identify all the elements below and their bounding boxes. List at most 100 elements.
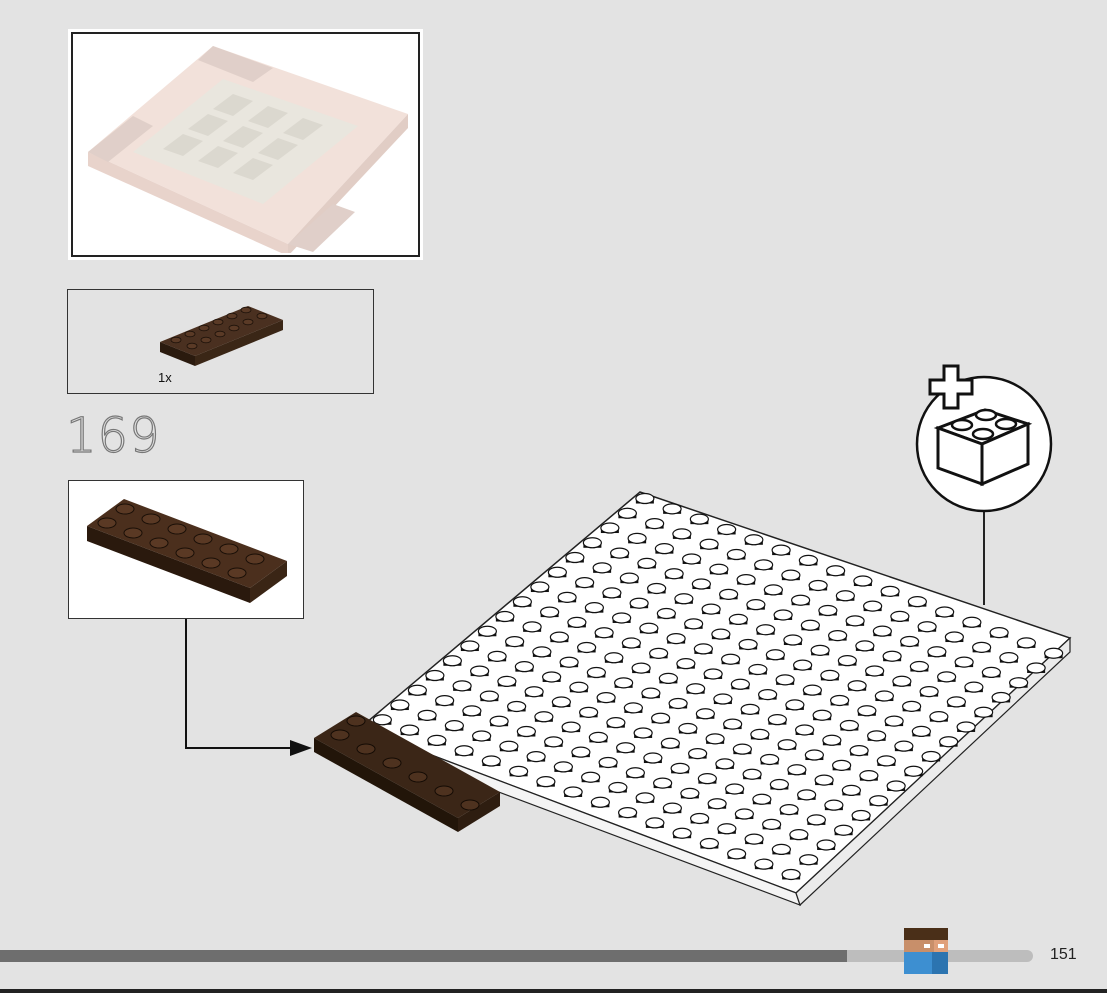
stud <box>936 607 954 617</box>
stud <box>800 855 818 865</box>
stud <box>523 622 541 632</box>
stud <box>908 597 926 607</box>
stud <box>947 697 965 707</box>
stud <box>860 771 878 781</box>
stud <box>965 682 983 692</box>
stud <box>794 660 812 670</box>
stud <box>827 566 845 576</box>
stud <box>724 719 742 729</box>
stud <box>702 604 720 614</box>
stud <box>815 775 833 785</box>
stud <box>957 722 975 732</box>
stud <box>615 678 633 688</box>
stud <box>700 539 718 549</box>
stud <box>1027 663 1045 673</box>
stud <box>506 637 524 647</box>
stud <box>685 619 703 629</box>
stud <box>817 840 835 850</box>
stud <box>735 809 753 819</box>
stud <box>478 626 496 636</box>
stud <box>803 685 821 695</box>
stud <box>743 769 761 779</box>
stud <box>638 558 656 568</box>
stud <box>836 591 854 601</box>
stud <box>990 628 1008 638</box>
stud <box>922 751 940 761</box>
stud <box>835 825 853 835</box>
stud <box>558 592 576 602</box>
stud <box>587 668 605 678</box>
stud <box>401 725 419 735</box>
stud <box>757 625 775 635</box>
stud <box>807 815 825 825</box>
stud <box>780 805 798 815</box>
stud <box>566 553 584 563</box>
stud <box>554 762 572 772</box>
stud <box>578 642 596 652</box>
stud <box>564 787 582 797</box>
stud <box>733 744 751 754</box>
stud <box>745 535 763 545</box>
stud <box>739 639 757 649</box>
stud <box>696 709 714 719</box>
stud <box>838 656 856 666</box>
stud <box>500 741 518 751</box>
stud <box>825 800 843 810</box>
stud <box>689 749 707 759</box>
stud <box>870 796 888 806</box>
stud <box>583 538 601 548</box>
stud <box>714 694 732 704</box>
stud <box>901 636 919 646</box>
stud <box>727 550 745 560</box>
stud <box>636 494 654 504</box>
stud <box>597 693 615 703</box>
stud <box>482 756 500 766</box>
stud <box>846 616 864 626</box>
stud <box>496 612 514 622</box>
stud <box>755 560 773 570</box>
stud <box>930 712 948 722</box>
stud <box>920 687 938 697</box>
stud <box>568 617 586 627</box>
stud <box>759 690 777 700</box>
stud <box>690 514 708 524</box>
stud <box>973 642 991 652</box>
stud <box>903 701 921 711</box>
stud <box>755 859 773 869</box>
stud <box>700 839 718 849</box>
stud <box>840 721 858 731</box>
stud <box>595 628 613 638</box>
bottom-rule <box>0 989 1107 993</box>
stud <box>776 675 794 685</box>
stud <box>572 747 590 757</box>
stud <box>747 600 765 610</box>
stud <box>692 579 710 589</box>
stud <box>813 710 831 720</box>
stud <box>498 676 516 686</box>
stud <box>510 766 528 776</box>
stud <box>716 759 734 769</box>
stud <box>784 635 802 645</box>
stud <box>852 810 870 820</box>
stud <box>675 594 693 604</box>
stud <box>912 726 930 736</box>
stud <box>636 793 654 803</box>
stud <box>634 728 652 738</box>
stud <box>691 813 709 823</box>
stud <box>589 732 607 742</box>
stud <box>545 737 563 747</box>
stud <box>663 803 681 813</box>
stud <box>463 706 481 716</box>
stud <box>543 672 561 682</box>
stud <box>657 609 675 619</box>
stud <box>782 570 800 580</box>
stud <box>831 695 849 705</box>
stud <box>677 659 695 669</box>
stud <box>918 622 936 632</box>
stud <box>436 696 454 706</box>
stud <box>488 651 506 661</box>
stud <box>763 819 781 829</box>
stud <box>891 611 909 621</box>
stud <box>541 607 559 617</box>
